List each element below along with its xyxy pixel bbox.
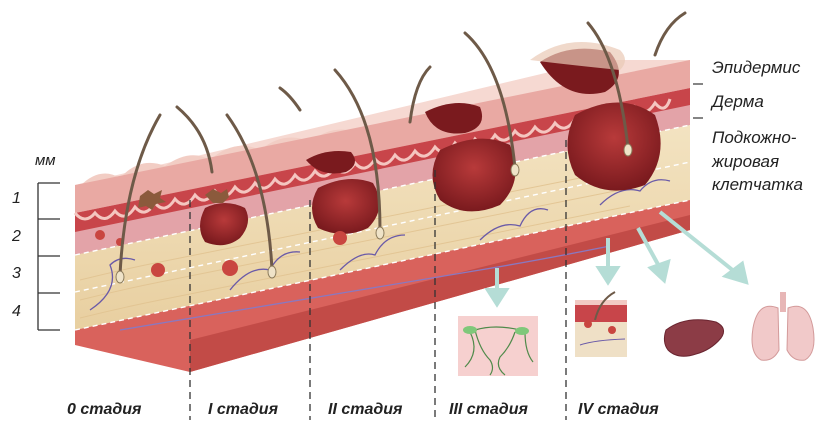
depth-scale [38,183,60,330]
lymph-node-thumbnail [458,316,538,376]
stage3-tumor [433,139,516,212]
subcutis-label-line1: Подкожно- [712,128,796,148]
depth-mark-1: 1 [12,190,21,208]
depth-mark-2: 2 [12,228,21,246]
epidermis-label: Эпидермис [712,58,800,78]
subcutis-label-line2: жировая [712,152,779,172]
subcutis-label-line3: клетчатка [712,175,803,195]
stage-4-label: IV стадия [578,401,659,419]
depth-mark-4: 4 [12,303,21,321]
stage2-nest [333,231,347,245]
units-label: мм [35,152,56,169]
skin-thumbnail [575,292,627,357]
layer-ticks [693,84,703,118]
dermis-label: Дерма [712,92,764,112]
lungs-thumbnail [752,292,814,360]
stage-2-label: II стадия [328,401,402,419]
depth-mark-3: 3 [12,265,21,283]
stage-0-label: 0 стадия [67,401,141,419]
stage2-tumor [312,179,379,234]
liver-thumbnail [664,320,723,356]
stage-1-label: I стадия [208,401,278,419]
stage1-nest [222,260,238,276]
stage4-tumor [568,103,661,191]
stage-3-label: III стадия [449,401,528,419]
